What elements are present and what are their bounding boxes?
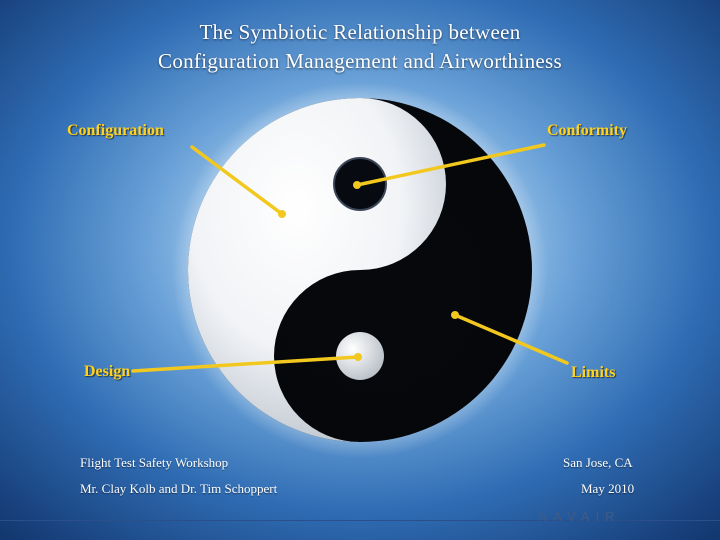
title-line-2: Configuration Management and Airworthine… — [158, 49, 562, 73]
footer-event: Flight Test Safety Workshop — [80, 455, 229, 470]
slide-title: The Symbiotic Relationship between Confi… — [0, 18, 720, 76]
label-design: Design — [84, 363, 131, 380]
footer-date: May 2010 — [581, 481, 635, 496]
configuration-connector — [190, 145, 284, 216]
label-limits: Limits — [571, 364, 616, 381]
label-conformity: Conformity — [547, 122, 627, 139]
title-line-1: The Symbiotic Relationship between — [199, 20, 521, 44]
conformity-dot — [353, 181, 361, 189]
footer-presenters: Mr. Clay Kolb and Dr. Tim Schoppert — [80, 481, 278, 496]
label-configuration: Configuration — [67, 122, 164, 139]
conformity-connector — [355, 143, 546, 187]
connector-lines — [131, 143, 569, 373]
bottom-divider — [0, 520, 720, 521]
limits-connector — [453, 313, 569, 365]
design-dot — [354, 353, 362, 361]
footer-location: San Jose, CA — [563, 455, 633, 470]
navair-logo: NAVAIR — [538, 509, 621, 524]
design-connector — [131, 355, 360, 373]
configuration-dot — [278, 210, 286, 218]
limits-dot — [451, 311, 459, 319]
